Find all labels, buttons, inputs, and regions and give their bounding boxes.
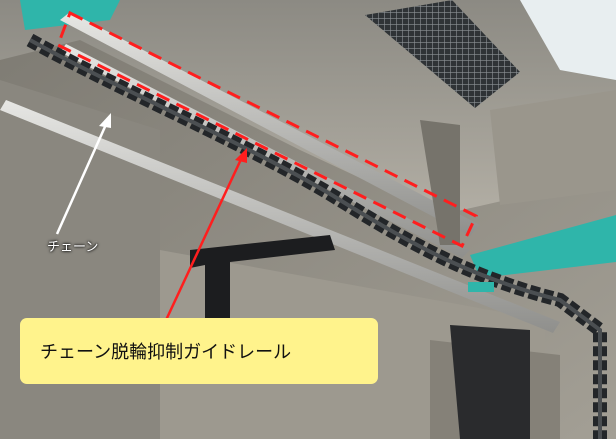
support-bracket [420, 120, 460, 245]
teal-bolt-plate [468, 282, 494, 292]
guide-rail-callout-text: チェーン脱輪抑制ガイドレール [40, 342, 292, 363]
guide-rail-callout: チェーン脱輪抑制ガイドレール [20, 318, 378, 384]
sky-opening [520, 0, 616, 80]
upper-guide-rail [60, 12, 480, 236]
callout-pointer-arrow [158, 154, 245, 334]
lower-rail [0, 100, 560, 333]
callout-pointer-arrowhead [235, 148, 247, 163]
chain-pointer-arrowhead [99, 113, 111, 128]
steel-grating [365, 0, 520, 108]
chain-pointer-arrow [55, 119, 110, 235]
highlight-dashed-box [56, 10, 478, 249]
black-bracket-lower [450, 325, 530, 439]
chain-label: チェーン [47, 240, 99, 255]
girder-beam [490, 90, 616, 205]
teal-beam-right [470, 215, 616, 278]
